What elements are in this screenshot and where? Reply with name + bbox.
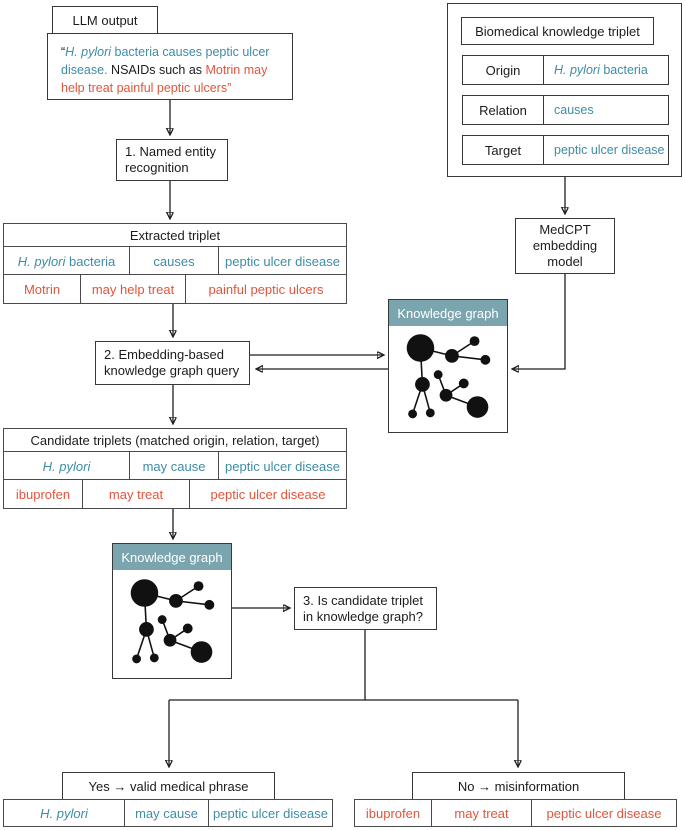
extracted-triplet-valid-row: H. pylori bacteria causes peptic ulcer d… bbox=[3, 246, 347, 276]
origin-label: Origin bbox=[463, 56, 544, 84]
extracted-valid-target: peptic ulcer disease bbox=[218, 247, 346, 275]
valid-outcome-relation: may cause bbox=[124, 800, 208, 826]
extracted-valid-relation: causes bbox=[129, 247, 218, 275]
origin-row: Origin H. pylori bacteria bbox=[462, 55, 669, 85]
misinformation-outcome-label: No → misinformation bbox=[457, 778, 580, 794]
biomedical-triplet-title: Biomedical knowledge triplet bbox=[475, 23, 640, 39]
candidate-flagged-relation: may treat bbox=[82, 480, 189, 508]
extracted-valid-origin-rest: bacteria bbox=[65, 253, 116, 269]
step3-graph-check-box: 3. Is candidate triplet in knowledge gra… bbox=[294, 587, 437, 630]
knowledge-graph-box-2: Knowledge graph bbox=[112, 543, 232, 679]
candidate-triplets-title: Candidate triplets (matched origin, rela… bbox=[30, 433, 320, 448]
knowledge-graph-label: Knowledge graph bbox=[397, 305, 499, 321]
target-value: peptic ulcer disease bbox=[554, 143, 665, 157]
extracted-valid-origin: H. pylori bacteria bbox=[4, 247, 129, 275]
candidate-valid-row: H. pylori may cause peptic ulcer disease bbox=[3, 451, 347, 481]
biomedical-triplet-panel: Biomedical knowledge triplet Origin H. p… bbox=[447, 3, 682, 177]
candidate-valid-origin: H. pylori bbox=[4, 452, 129, 480]
knowledge-graph-illustration bbox=[389, 326, 507, 432]
valid-outcome-target: peptic ulcer disease bbox=[208, 800, 332, 826]
llm-output-tab: LLM output bbox=[52, 6, 158, 34]
extracted-triplet-header: Extracted triplet bbox=[3, 223, 347, 248]
quote-misinformation-claim: Motrin may help treat painful peptic ulc… bbox=[61, 63, 268, 95]
quote-open-mark: “ bbox=[61, 45, 66, 59]
misinformation-outcome-box: No → misinformation bbox=[412, 772, 625, 800]
relation-value: causes bbox=[554, 103, 594, 117]
knowledge-graph-header: Knowledge graph bbox=[389, 300, 507, 327]
origin-value-rest: bacteria bbox=[599, 63, 648, 77]
knowledge-graph-illustration bbox=[113, 570, 231, 678]
misinfo-outcome-target: peptic ulcer disease bbox=[531, 800, 676, 826]
target-label: Target bbox=[463, 136, 544, 164]
biomedical-triplet-title-box: Biomedical knowledge triplet bbox=[461, 17, 654, 45]
origin-value-italic: H. pylori bbox=[554, 63, 600, 77]
candidate-valid-origin-italic: H. pylori bbox=[42, 458, 91, 474]
step3-label: 3. Is candidate triplet in knowledge gra… bbox=[303, 592, 423, 624]
step1-label: 1. Named entity recognition bbox=[125, 144, 217, 175]
valid-outcome-origin-italic: H. pylori bbox=[40, 805, 88, 821]
candidate-valid-relation: may cause bbox=[129, 452, 218, 480]
extracted-flagged-target: painful peptic ulcers bbox=[185, 275, 346, 303]
misinformation-outcome-row: ibuprofen may treat peptic ulcer disease bbox=[354, 799, 677, 827]
misinfo-outcome-relation: may treat bbox=[431, 800, 531, 826]
candidate-flagged-origin: ibuprofen bbox=[15, 486, 71, 502]
candidate-flagged-row: ibuprofen may treat peptic ulcer disease bbox=[3, 479, 347, 509]
misinfo-outcome-origin: ibuprofen bbox=[365, 805, 421, 821]
candidate-triplets-header: Candidate triplets (matched origin, rela… bbox=[3, 428, 347, 453]
valid-outcome-box: Yes → valid medical phrase bbox=[62, 772, 275, 800]
step2-label: 2. Embedding-based knowledge graph query bbox=[104, 347, 240, 378]
candidate-flagged-target: peptic ulcer disease bbox=[189, 480, 346, 508]
extracted-triplet-flagged-row: Motrin may help treat painful peptic ulc… bbox=[3, 274, 347, 304]
extracted-flagged-relation: may help treat bbox=[80, 275, 185, 303]
relation-label: Relation bbox=[463, 96, 544, 124]
quote-valid-claim: bacteria causes peptic ulcer disease. bbox=[61, 45, 270, 77]
quote-organism-name: H. pylori bbox=[65, 45, 112, 59]
medcpt-label: MedCPT embedding model bbox=[532, 222, 598, 269]
knowledge-graph-box-1: Knowledge graph bbox=[388, 299, 508, 433]
extracted-flagged-origin: Motrin bbox=[23, 281, 61, 297]
llm-output-tab-label: LLM output bbox=[72, 12, 138, 28]
step2-embedding-query-box: 2. Embedding-based knowledge graph query bbox=[95, 341, 250, 385]
relation-row: Relation causes bbox=[462, 95, 669, 125]
origin-value: H. pylori bacteria bbox=[544, 56, 648, 84]
valid-outcome-origin: H. pylori bbox=[4, 800, 124, 826]
target-row: Target peptic ulcer disease bbox=[462, 135, 669, 165]
candidate-valid-target: peptic ulcer disease bbox=[218, 452, 346, 480]
quote-neutral-text: NSAIDs such as bbox=[107, 63, 206, 77]
valid-outcome-row: H. pylori may cause peptic ulcer disease bbox=[3, 799, 333, 827]
llm-output-quote-box: “H. pylori bacteria causes peptic ulcer … bbox=[47, 33, 293, 100]
extracted-triplet-title: Extracted triplet bbox=[129, 228, 221, 243]
valid-outcome-label: Yes → valid medical phrase bbox=[88, 778, 249, 794]
extracted-valid-origin-italic: H. pylori bbox=[17, 253, 66, 269]
knowledge-graph-label: Knowledge graph bbox=[121, 549, 223, 565]
knowledge-graph-header: Knowledge graph bbox=[113, 544, 231, 571]
medcpt-embedding-model-box: MedCPT embedding model bbox=[515, 218, 615, 274]
step1-named-entity-recognition-box: 1. Named entity recognition bbox=[116, 139, 228, 181]
